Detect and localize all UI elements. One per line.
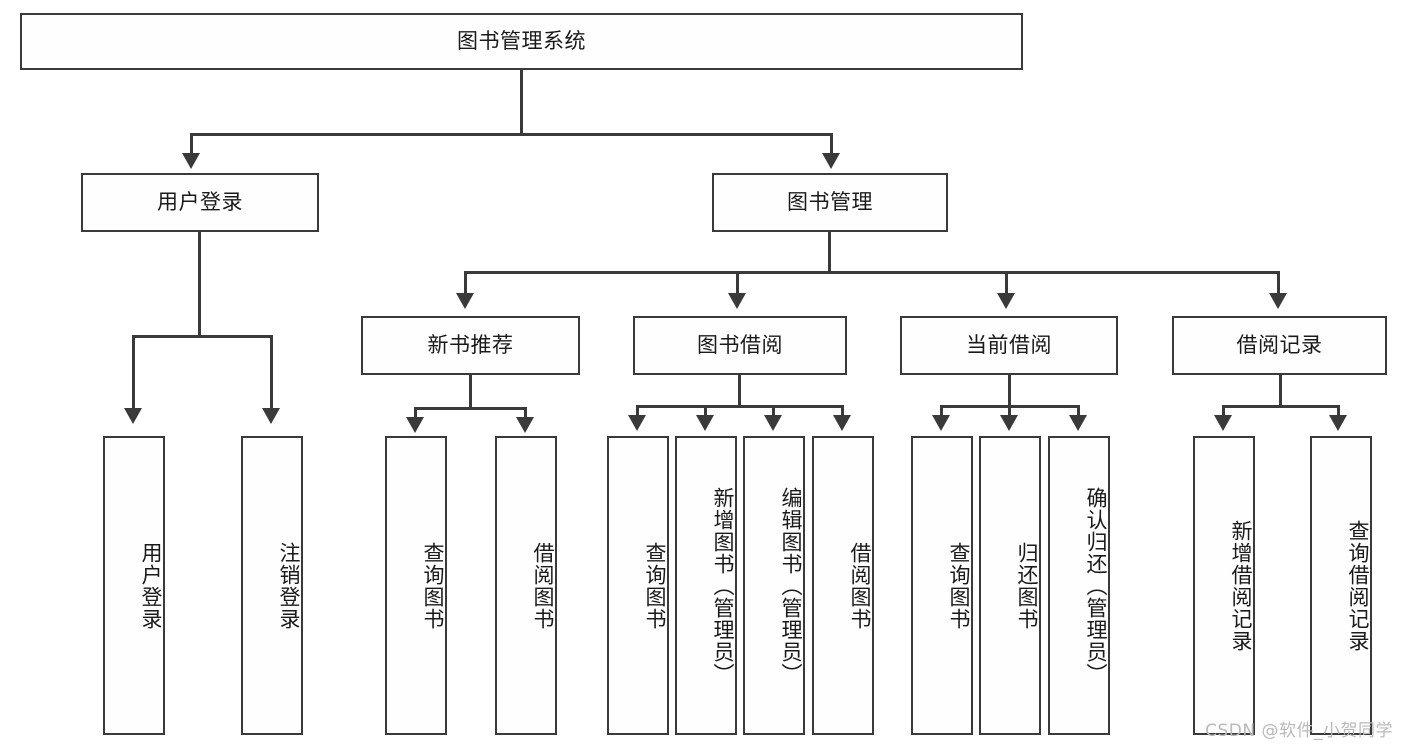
connector-user-login-bus bbox=[132, 335, 273, 338]
connector-borrow-record-drop-2 bbox=[1337, 405, 1340, 417]
arrow-new-book-leaf-1 bbox=[406, 417, 424, 433]
node-leaf-return-book[interactable]: 归还图书 bbox=[979, 436, 1041, 735]
node-book-borrow[interactable]: 图书借阅 bbox=[633, 316, 847, 375]
arrow-to-book-borrow bbox=[728, 293, 746, 309]
arrow-book-borrow-leaf-1 bbox=[628, 415, 646, 431]
connector-new-book-drop-2 bbox=[524, 407, 527, 419]
node-leaf-query-book-borrow[interactable]: 查询图书 bbox=[607, 436, 669, 735]
node-leaf-query-book-recommend[interactable]: 查询图书 bbox=[385, 436, 447, 735]
connector-user-login-drop-2 bbox=[270, 335, 273, 410]
arrow-book-borrow-leaf-4 bbox=[833, 415, 851, 431]
connector-new-book-drop-1 bbox=[414, 407, 417, 419]
connector-book-manage-drop-3 bbox=[1005, 271, 1008, 295]
node-label: 查询图书 bbox=[947, 541, 971, 630]
node-label: 新增借阅记录 bbox=[1229, 519, 1253, 652]
node-label: 当前借阅 bbox=[966, 333, 1052, 358]
connector-current-borrow-drop-3 bbox=[1077, 405, 1080, 417]
node-borrow-record[interactable]: 借阅记录 bbox=[1172, 316, 1387, 375]
arrow-new-book-leaf-2 bbox=[516, 417, 534, 433]
arrow-current-borrow-leaf-1 bbox=[932, 415, 950, 431]
node-leaf-edit-book[interactable]: 编辑图书（管理员） bbox=[743, 436, 805, 735]
connector-book-manage-drop-2 bbox=[736, 271, 739, 295]
arrow-borrow-record-leaf-1 bbox=[1214, 415, 1232, 431]
connector-book-borrow-drop-1 bbox=[636, 405, 639, 417]
node-leaf-user-login[interactable]: 用户登录 bbox=[103, 436, 165, 735]
connector-book-manage-bus bbox=[464, 271, 1280, 274]
node-label: 归还图书 bbox=[1015, 541, 1039, 630]
node-leaf-query-record[interactable]: 查询借阅记录 bbox=[1310, 436, 1372, 735]
connector-book-manage-drop-4 bbox=[1277, 271, 1280, 295]
node-label: 借阅记录 bbox=[1236, 333, 1323, 358]
node-label: 图书管理 bbox=[787, 190, 873, 215]
connector-borrow-record-stem bbox=[1279, 375, 1282, 407]
node-leaf-add-book[interactable]: 新增图书（管理员） bbox=[675, 436, 737, 735]
node-label: 用户登录 bbox=[139, 541, 163, 630]
node-label: 新增图书（管理员） bbox=[711, 486, 735, 685]
node-current-borrow[interactable]: 当前借阅 bbox=[900, 316, 1118, 375]
connector-to-user-login bbox=[190, 133, 193, 155]
arrow-to-book-manage bbox=[822, 153, 840, 169]
connector-book-borrow-drop-4 bbox=[841, 405, 844, 417]
connector-new-book-stem bbox=[469, 375, 472, 409]
node-label: 注销登录 bbox=[277, 541, 301, 630]
node-label: 确认归还（管理员） bbox=[1084, 486, 1108, 685]
node-leaf-query-book-current[interactable]: 查询图书 bbox=[911, 436, 973, 735]
arrow-to-user-login bbox=[182, 153, 200, 169]
connector-user-login-drop-1 bbox=[132, 335, 135, 410]
node-leaf-add-record[interactable]: 新增借阅记录 bbox=[1193, 436, 1255, 735]
node-label: 查询借阅记录 bbox=[1346, 519, 1370, 652]
connector-borrow-record-bus bbox=[1222, 405, 1340, 408]
connector-book-borrow-drop-3 bbox=[772, 405, 775, 417]
watermark: CSDN @软件_小贺同学 bbox=[1205, 721, 1393, 741]
connector-current-borrow-stem bbox=[1008, 375, 1011, 407]
arrow-user-login-leaf-1 bbox=[124, 408, 142, 424]
node-label: 新书推荐 bbox=[427, 333, 514, 358]
arrow-to-borrow-record bbox=[1269, 293, 1287, 309]
arrow-to-current-borrow bbox=[997, 293, 1015, 309]
connector-book-borrow-stem bbox=[738, 375, 741, 407]
connector-book-borrow-bus bbox=[636, 405, 844, 408]
node-label: 查询图书 bbox=[643, 541, 667, 630]
connector-book-manage-stem bbox=[828, 232, 831, 273]
connector-root-bus bbox=[190, 133, 833, 136]
node-leaf-borrow-book-recommend[interactable]: 借阅图书 bbox=[495, 436, 557, 735]
node-label: 查询图书 bbox=[421, 541, 445, 630]
connector-book-borrow-drop-2 bbox=[704, 405, 707, 417]
node-user-login[interactable]: 用户登录 bbox=[81, 173, 319, 232]
arrow-book-borrow-leaf-2 bbox=[696, 415, 714, 431]
node-leaf-user-logout[interactable]: 注销登录 bbox=[241, 436, 303, 735]
node-leaf-confirm-return[interactable]: 确认归还（管理员） bbox=[1048, 436, 1110, 735]
connector-to-book-manage bbox=[830, 133, 833, 155]
node-root-title[interactable]: 图书管理系统 bbox=[20, 13, 1023, 70]
node-label: 用户登录 bbox=[157, 190, 243, 215]
arrow-user-login-leaf-2 bbox=[262, 408, 280, 424]
node-leaf-borrow-book[interactable]: 借阅图书 bbox=[812, 436, 874, 735]
arrow-current-borrow-leaf-2 bbox=[1000, 415, 1018, 431]
connector-new-book-bus bbox=[414, 407, 527, 410]
node-label: 借阅图书 bbox=[848, 541, 872, 630]
node-label: 编辑图书（管理员） bbox=[779, 486, 803, 685]
connector-borrow-record-drop-1 bbox=[1222, 405, 1225, 417]
node-label: 借阅图书 bbox=[531, 541, 555, 630]
node-book-manage[interactable]: 图书管理 bbox=[712, 173, 948, 232]
connector-book-manage-drop-1 bbox=[464, 271, 467, 295]
node-label: 图书借阅 bbox=[697, 333, 783, 358]
arrow-borrow-record-leaf-2 bbox=[1329, 415, 1347, 431]
arrow-to-new-book-recommend bbox=[456, 293, 474, 309]
arrow-current-borrow-leaf-3 bbox=[1069, 415, 1087, 431]
node-new-book-recommend[interactable]: 新书推荐 bbox=[361, 316, 580, 375]
connector-current-borrow-drop-1 bbox=[940, 405, 943, 417]
connector-current-borrow-drop-2 bbox=[1008, 405, 1011, 417]
connector-root-stem bbox=[520, 70, 523, 133]
connector-user-login-stem bbox=[198, 232, 201, 335]
arrow-book-borrow-leaf-3 bbox=[764, 415, 782, 431]
node-label: 图书管理系统 bbox=[457, 29, 586, 54]
